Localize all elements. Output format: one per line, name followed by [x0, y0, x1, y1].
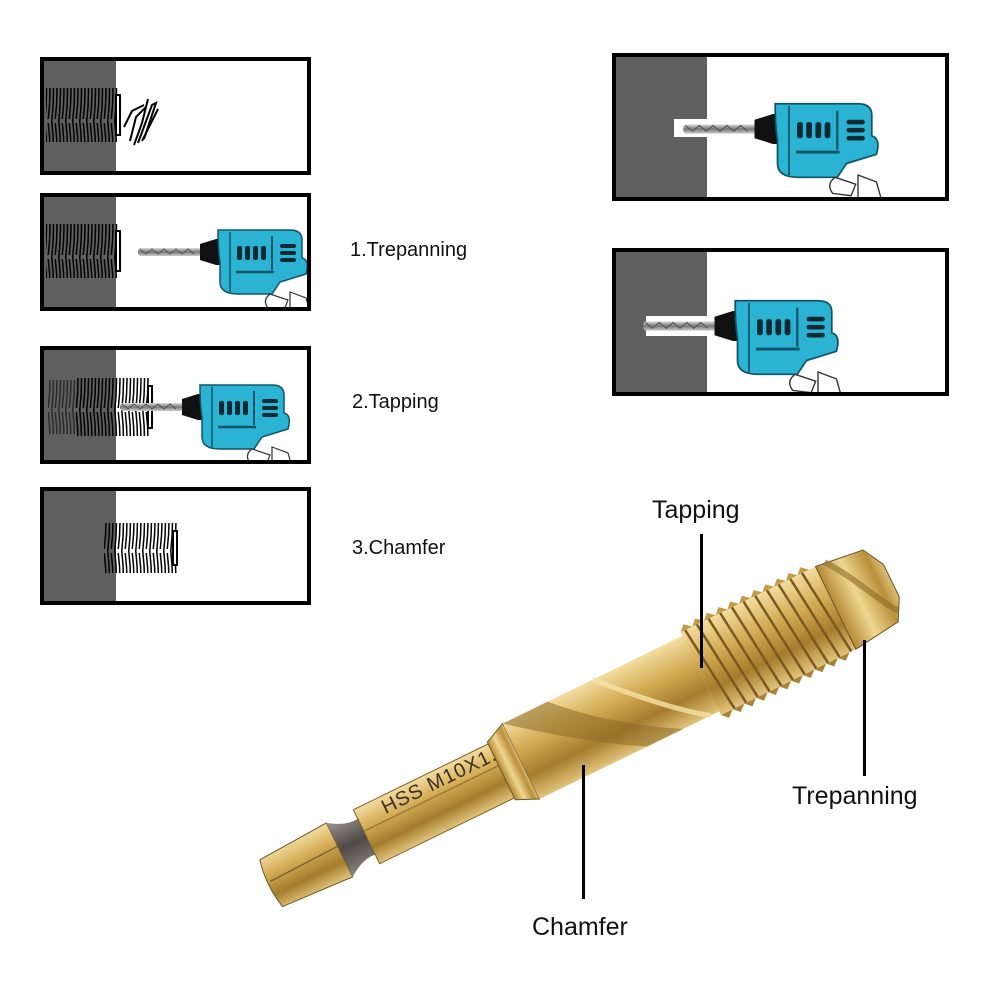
drill-approach-drawing: [46, 224, 307, 307]
leader-line-chamfer: [582, 765, 585, 899]
leader-line-trepanning: [863, 640, 866, 776]
panel-chamfer-result: [40, 487, 311, 605]
threaded-hole: [46, 88, 118, 142]
fluted-body: [502, 635, 720, 800]
threaded-hole-drawing: [46, 88, 159, 146]
step-label-tapping: 2.Tapping: [352, 391, 439, 413]
callout-label-trepanning: Trepanning: [792, 782, 918, 810]
step-label-chamfer: 3.Chamfer: [352, 537, 446, 559]
callout-label-chamfer: Chamfer: [532, 913, 628, 941]
chamfer-section: [486, 722, 541, 801]
hex-shank: [259, 742, 517, 908]
metal-chips-icon: [123, 98, 159, 146]
leader-line-tapping: [700, 534, 703, 668]
drilling-deep-drawing: [641, 299, 843, 392]
callout-label-tapping: Tapping: [652, 496, 740, 524]
panel-drill-approach: [40, 193, 311, 311]
drilling-shallow-drawing: [674, 102, 883, 197]
panel-tapping: [40, 346, 311, 464]
tapping-threads: [680, 566, 856, 718]
step-label-trepanning: 1.Trepanning: [350, 239, 468, 261]
panel-finished-thread: [40, 57, 311, 175]
trepanning-tip: [814, 549, 900, 650]
panel-drilling-shallow: [612, 53, 949, 201]
tapping-drawing: [48, 378, 294, 460]
threaded-hole: [46, 224, 118, 278]
threaded-hole: [104, 523, 178, 573]
chamfer-drawing: [104, 523, 178, 573]
panel-drilling-deep: [612, 248, 949, 396]
